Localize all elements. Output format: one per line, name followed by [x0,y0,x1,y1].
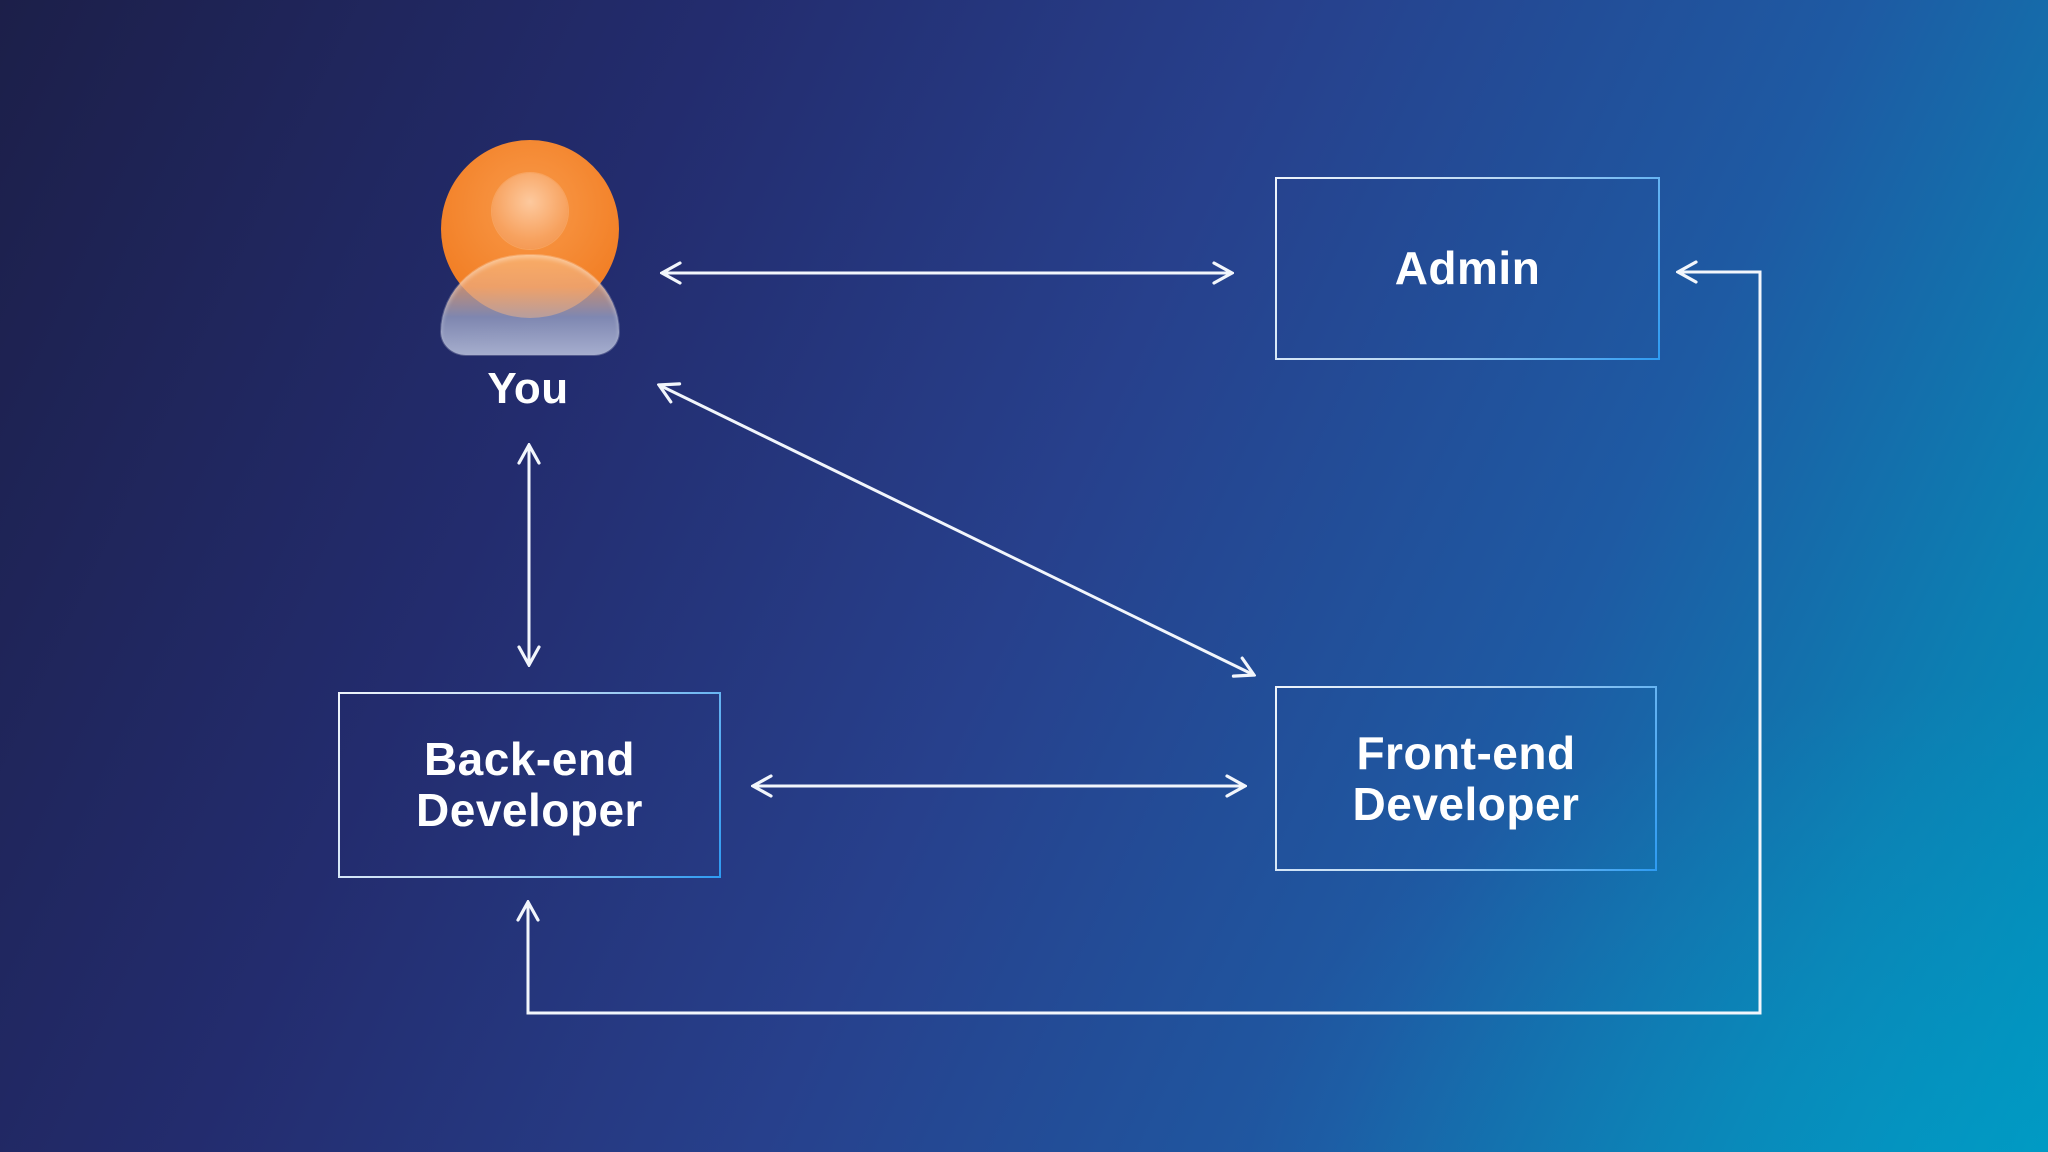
edge-you-frontend [659,385,1254,675]
avatar-head-icon [492,173,568,249]
edge-backend-admin-loop [528,272,1762,1015]
you-label: You [487,364,569,413]
you-node [440,140,620,355]
node-admin-label: Admin [1394,242,1541,295]
node-backend: Back-end Developer [338,692,721,878]
node-backend-label: Back-end Developer [416,733,643,836]
node-admin: Admin [1275,177,1660,360]
node-frontend-label: Front-end Developer [1352,726,1580,830]
node-frontend: Front-end Developer [1275,686,1657,871]
